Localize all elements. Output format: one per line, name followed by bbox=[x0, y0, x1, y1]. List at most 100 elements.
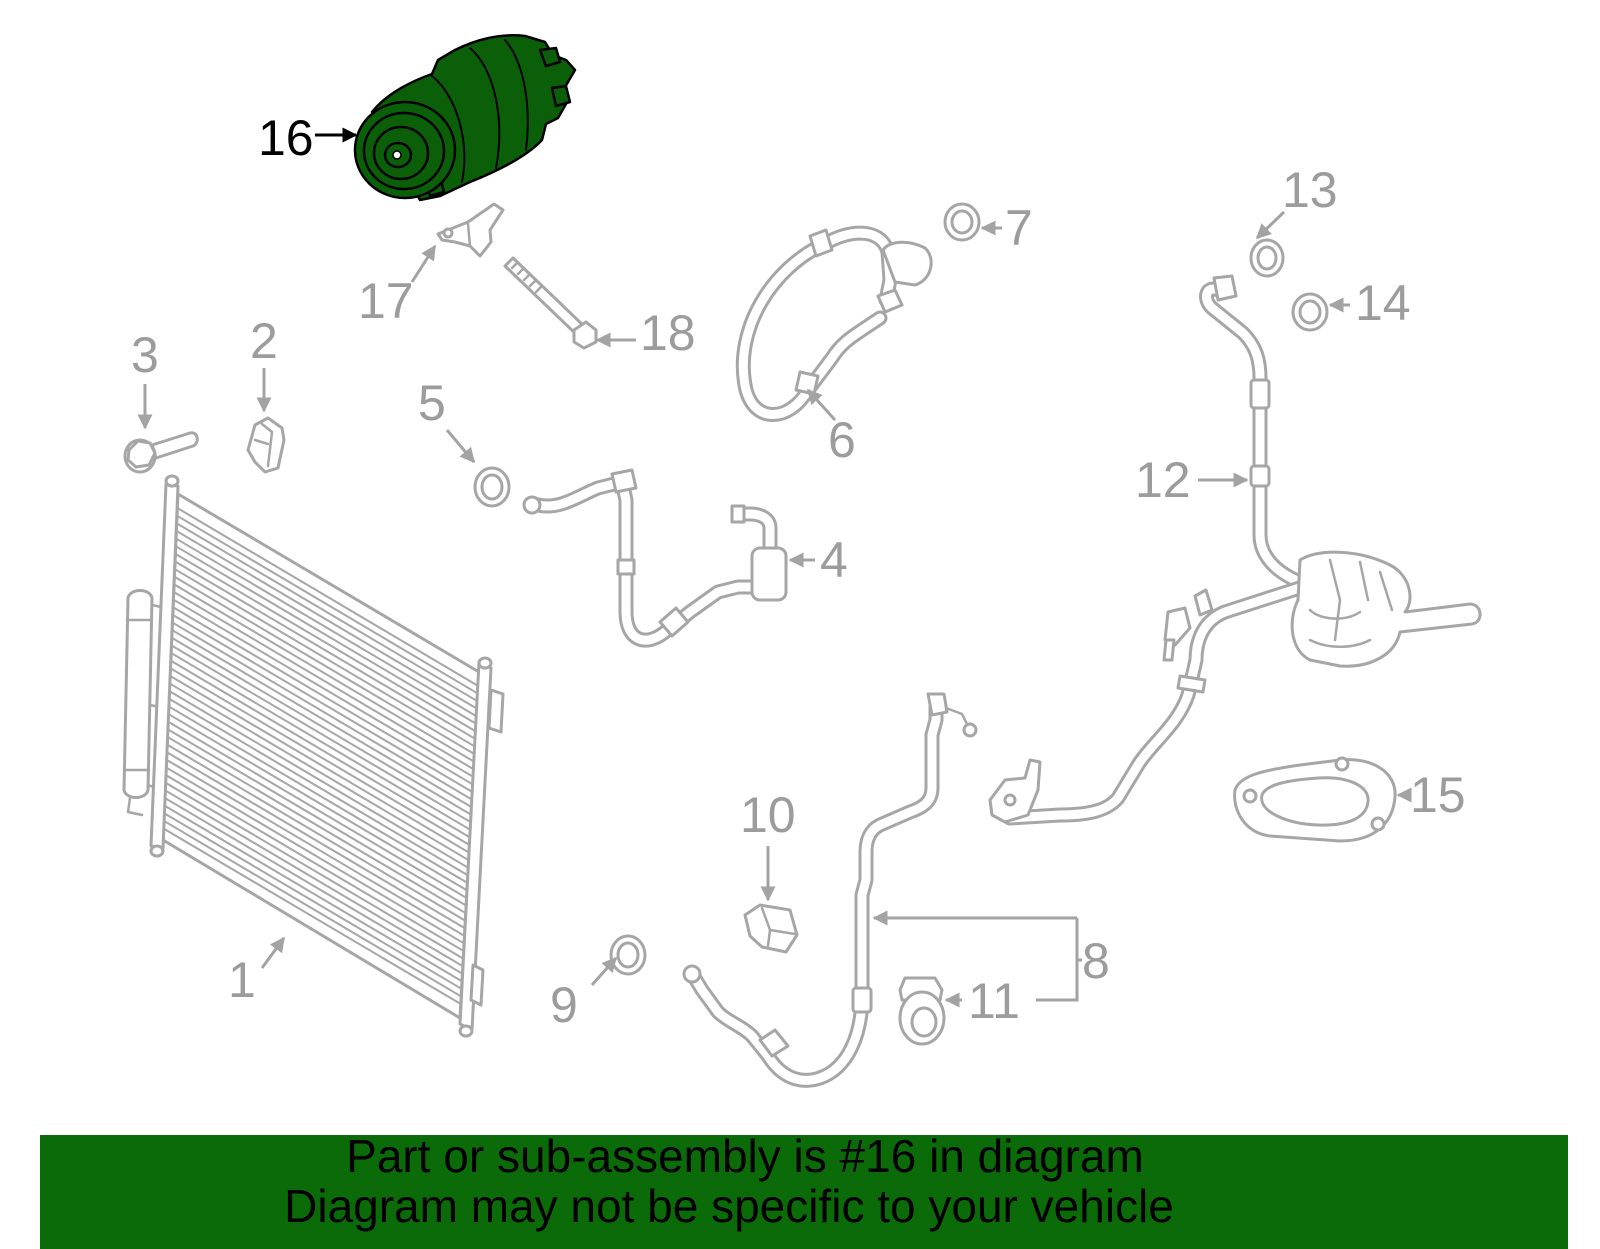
part-12-collar bbox=[1249, 378, 1271, 410]
part-10-sensor bbox=[743, 903, 799, 954]
part-5-ring-inner bbox=[480, 473, 504, 501]
callout-4-label: 4 bbox=[820, 532, 848, 588]
part-3-drawing bbox=[123, 431, 199, 474]
part-18-shaft bbox=[503, 256, 588, 338]
callout-7-label: 7 bbox=[1005, 200, 1033, 256]
callout-1-label: 1 bbox=[228, 952, 256, 1008]
part-4-line-outline bbox=[538, 482, 755, 640]
part-15-hole bbox=[1242, 788, 1258, 804]
part-16-ridge bbox=[469, 47, 501, 169]
part-14-drawing bbox=[1291, 292, 1329, 332]
part-6-collar bbox=[794, 370, 820, 396]
part-6-collar bbox=[808, 228, 834, 258]
callout-9-arrow bbox=[590, 956, 618, 986]
part-15-hole bbox=[1370, 816, 1386, 832]
part-8-collar bbox=[851, 986, 873, 1014]
part-3-shaft bbox=[150, 431, 199, 460]
part-16-drawing bbox=[353, 34, 577, 202]
part-16-fitting bbox=[538, 46, 562, 68]
part-1-bracket bbox=[487, 688, 505, 734]
part-1-bracket bbox=[469, 963, 485, 1007]
callout-17-arrow bbox=[410, 244, 437, 283]
part-12-drawing bbox=[988, 274, 1482, 824]
part-12-bracket-hole bbox=[1003, 793, 1017, 807]
part-8-drawing bbox=[682, 692, 978, 1080]
part-5-drawing bbox=[473, 466, 511, 508]
part-18-drawing bbox=[503, 256, 598, 350]
part-12-clamp bbox=[1176, 674, 1207, 694]
info-banner: Part or sub-assembly is #16 in diagram D… bbox=[40, 1130, 1568, 1249]
callout-13-label: 13 bbox=[1282, 162, 1338, 218]
part-4-top-fitting bbox=[730, 504, 746, 524]
part-1-receiver bbox=[122, 589, 154, 799]
part-16-ridge bbox=[431, 75, 466, 183]
part-18-thread bbox=[510, 260, 544, 294]
part-13-ring-inner bbox=[1256, 245, 1278, 271]
part-11-drawing bbox=[898, 976, 946, 1046]
part-2-clip bbox=[246, 416, 286, 474]
part-17-drawing bbox=[436, 202, 505, 258]
callout-9-label: 9 bbox=[550, 977, 578, 1033]
callout-15-label: 15 bbox=[1410, 767, 1466, 823]
part-15-hole bbox=[1334, 756, 1350, 772]
callout-1-arrow bbox=[260, 936, 286, 969]
banner-line-2: Diagram may not be specific to your vehi… bbox=[284, 1180, 1174, 1232]
banner-background bbox=[40, 1135, 1568, 1249]
part-10-edge bbox=[760, 906, 797, 948]
part-4-fitting bbox=[610, 468, 638, 494]
part-9-drawing bbox=[609, 934, 647, 976]
part-1-left-cap bbox=[149, 844, 165, 858]
callout-8-label: 8 bbox=[1082, 933, 1110, 989]
callout-18-label: 18 bbox=[640, 305, 696, 361]
part-12-block bbox=[1290, 550, 1482, 668]
part-2-edge bbox=[253, 422, 274, 468]
part-9-ring-inner bbox=[616, 941, 640, 969]
part-8-top-bracket bbox=[944, 706, 970, 728]
part-1-fins bbox=[162, 506, 479, 1006]
part-3-head bbox=[126, 439, 157, 469]
part-12-block-detail bbox=[1308, 558, 1394, 648]
callout-16-label: 16 bbox=[258, 110, 314, 166]
part-6-port bbox=[876, 288, 904, 314]
part-13-drawing bbox=[1249, 238, 1285, 278]
callout-2-label: 2 bbox=[250, 313, 278, 369]
part-15-gasket-inner bbox=[1260, 776, 1370, 827]
part-12-collar bbox=[1249, 464, 1271, 488]
part-8-collar bbox=[758, 1028, 790, 1058]
part-16-hub-center bbox=[392, 150, 402, 160]
part-2-drawing bbox=[246, 416, 286, 474]
callout-6-arrow bbox=[806, 388, 837, 422]
callout-8-bracket bbox=[1036, 918, 1082, 1002]
part-4-receiver bbox=[750, 546, 788, 602]
part-4-end-fitting bbox=[522, 495, 542, 515]
part-4-drawing bbox=[522, 468, 788, 640]
part-6-drawing bbox=[743, 228, 933, 415]
callout-13-arrow bbox=[1255, 210, 1286, 240]
callout-3-label: 3 bbox=[131, 327, 159, 383]
callout-14-label: 14 bbox=[1355, 275, 1411, 331]
part-17-hole bbox=[442, 227, 454, 239]
part-12-valve bbox=[1163, 606, 1192, 647]
part-1-right-cap bbox=[477, 656, 493, 670]
part-4-collar bbox=[616, 558, 636, 576]
part-4-collar bbox=[658, 606, 690, 638]
part-12-top-fitting bbox=[1212, 274, 1238, 302]
part-8-bracket-hole bbox=[962, 722, 978, 738]
callout-17-label: 17 bbox=[358, 273, 414, 329]
part-12-end-bracket bbox=[988, 758, 1042, 824]
part-1-drawing bbox=[122, 474, 505, 1038]
part-1-left-cap bbox=[164, 474, 180, 488]
part-6-block bbox=[881, 240, 933, 287]
part-11-port bbox=[910, 1006, 938, 1038]
callout-10-label: 10 bbox=[740, 787, 796, 843]
part-8-top-fitting bbox=[926, 692, 949, 717]
part-15-drawing bbox=[1233, 756, 1397, 843]
part-17-edge bbox=[466, 222, 472, 248]
callout-12-label: 12 bbox=[1135, 452, 1191, 508]
callout-5-label: 5 bbox=[418, 375, 446, 431]
part-7-drawing bbox=[943, 202, 981, 242]
callout-6-label: 6 bbox=[828, 412, 856, 468]
part-10-drawing bbox=[743, 903, 799, 954]
part-8-end-fitting bbox=[682, 964, 702, 984]
